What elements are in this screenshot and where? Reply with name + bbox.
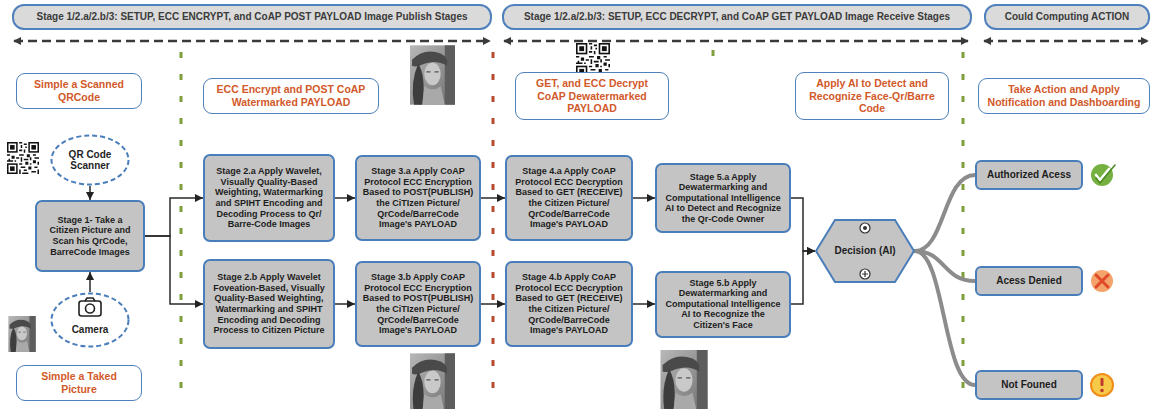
branch-line [915,175,975,251]
outcome-box: Not Founed [975,370,1083,400]
node-text: Could Computing ACTION [1005,11,1130,23]
node-text: Stage 4.a Apply CoAP Protocol ECC Decryp… [512,166,626,229]
node-text: Camera [72,324,109,336]
node-text: Stage 1/2.a/2.b/3: SETUP, ECC DECRYPT, a… [524,11,950,23]
flow-arrow [89,186,91,200]
node-text: Take Action and Apply Notification and D… [985,83,1143,108]
node-text: Stage 4.b Apply CoAP Protocol ECC Decryp… [512,272,626,335]
process-box: Stage 4.b Apply CoAP Protocol ECC Decryp… [505,261,633,347]
section-label: Simple a Taked Picture [16,365,142,401]
node-text: Stage 1/2.a/2.b/3: SETUP, ECC ENCRYPT, a… [36,11,467,23]
process-box: Stage 2.b Apply Wavelet Foveation-Based,… [203,259,335,349]
process-box: Stage 1- Take a Citizen Picture and Scan… [35,200,145,272]
flow-arrow [335,303,355,305]
input-ellipse: QR Code Scanner [50,134,130,186]
section-label: Take Action and Apply Notification and D… [978,78,1150,114]
section-label: GET, and ECC Decrypt CoAP Dewatermarked … [515,72,669,120]
node-text: Simple a Taked Picture [23,370,135,395]
camera-icon [79,298,101,316]
flow-arrow [481,303,505,305]
flow-arrow [145,236,203,304]
node-text: Decision (AI) [834,245,895,257]
process-box: Stage 2.a Apply Wavelet, Visually Qualit… [203,154,335,242]
node-text: Stage 3.b Apply CoAP Protocol ECC Encryp… [362,272,474,335]
process-box: Stage 3.a Apply CoAP Protocol ECC Encryp… [355,155,481,241]
flow-arrow [633,197,655,199]
stage-banner: Stage 1/2.a/2.b/3: SETUP, ECC ENCRYPT, a… [12,4,492,30]
flow-arrow [791,198,815,251]
node-text: Stage 2.a Apply Wavelet, Visually Qualit… [210,166,328,229]
node-text: Stage 2.b Apply Wavelet Foveation-Based,… [210,272,328,335]
flow-arrow [791,251,815,304]
node-text: Authorized Acess [987,169,1071,181]
branch-line [915,251,975,385]
stage-banner: Stage 1/2.a/2.b/3: SETUP, ECC DECRYPT, a… [502,4,972,30]
node-text: Stage 5.b Apply Dewatermarking and Compu… [662,278,784,331]
flow-arrow [89,272,91,292]
node-text: Acess Denied [996,275,1062,287]
section-label: Apply AI to Detect and Recognize Face-Qr… [795,72,949,120]
outcome-box: Acess Denied [975,266,1083,296]
section-label: ECC Encrypt and POST CoAP Watermarked PA… [203,78,379,114]
flow-arrow [481,197,505,199]
node-text: Stage 5.a Apply Dewatermarking and Compu… [662,172,784,225]
node-text: Simple a Scanned QRCode [23,78,135,103]
process-box: Stage 3.b Apply CoAP Protocol ECC Encryp… [355,261,481,347]
node-text: ECC Encrypt and POST CoAP Watermarked PA… [210,83,372,108]
decision-hexagon: Decision (AI) [815,219,915,283]
camera-ellipse: Camera [50,292,130,348]
node-text: GET, and ECC Decrypt CoAP Dewatermarked … [522,77,662,115]
flow-arrow [335,197,355,199]
outcome-box: Authorized Acess [975,160,1083,190]
ellipse-outline [50,292,130,348]
node-text: Stage 1- Take a Citizen Picture and Scan… [42,215,138,257]
node-text: Stage 3.a Apply CoAP Protocol ECC Encryp… [362,166,474,229]
process-box: Stage 5.b Apply Dewatermarking and Compu… [655,271,791,338]
flow-arrow [145,198,203,236]
node-text: Not Founed [1001,379,1057,391]
section-label: Simple a Scanned QRCode [16,73,142,109]
process-box: Stage 4.a Apply CoAP Protocol ECC Decryp… [505,155,633,241]
node-text: QR Code Scanner [60,149,120,172]
stage-banner: Could Computing ACTION [984,4,1150,30]
process-box: Stage 5.a Apply Dewatermarking and Compu… [655,163,791,233]
node-text: Apply AI to Detect and Recognize Face-Qr… [802,77,942,115]
flow-arrow [633,303,655,305]
